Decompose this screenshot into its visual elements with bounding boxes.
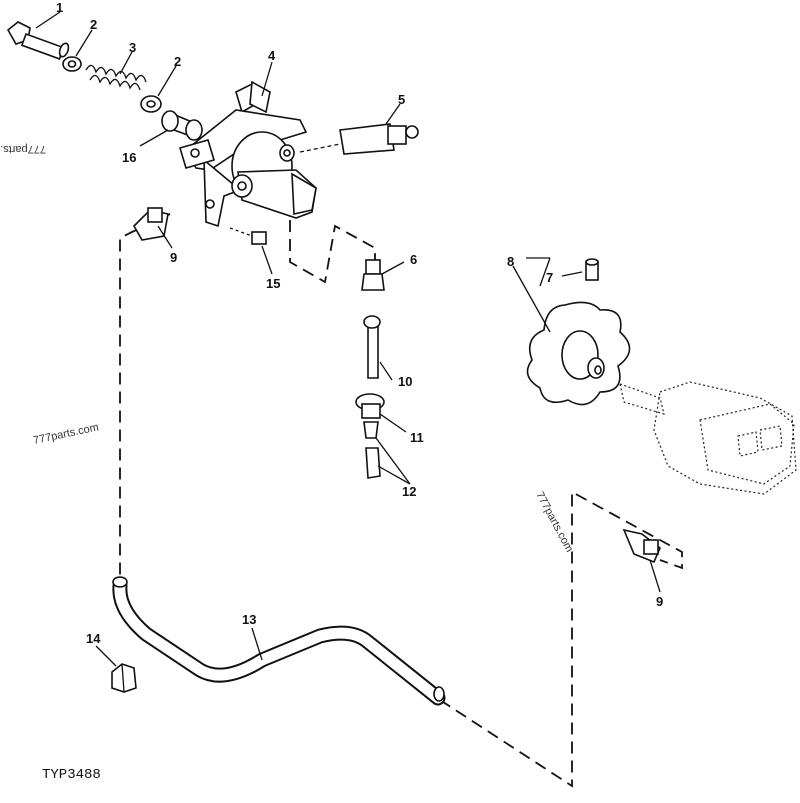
part-10-tube: [363, 315, 381, 379]
part-4-valve-housing: [179, 80, 317, 228]
callout-3: 3: [129, 40, 136, 55]
callout-16: 16: [122, 150, 136, 165]
callout-4: 4: [268, 48, 276, 63]
part-9-fitting-lower: [622, 528, 661, 564]
part-7-set-screw: [585, 258, 599, 281]
callout-9: 9: [170, 250, 177, 265]
watermark-text: 777parts.com: [0, 143, 46, 155]
callout-12: 12: [402, 484, 416, 499]
part-15-screw: [229, 227, 267, 245]
part-5-fitting: [299, 123, 419, 155]
watermark-text: 777parts.com: [533, 490, 575, 554]
phantom-motor: [619, 381, 797, 495]
part-2-washer-a: [62, 56, 82, 72]
part-8-fan: [526, 301, 631, 406]
callout-7: 7: [546, 270, 553, 285]
part-6-fitting: [361, 259, 385, 291]
part-12-sleeves: [363, 421, 381, 479]
part-2-washer-b: [140, 95, 162, 113]
callout-13: 13: [242, 612, 256, 627]
callout-2: 2: [90, 17, 97, 32]
callout-6: 6: [410, 252, 417, 267]
callout-9: 9: [656, 594, 663, 609]
part-9-fitting-upper: [133, 207, 169, 241]
routing-lines: [119, 213, 683, 788]
callout-14: 14: [86, 631, 101, 646]
part-16-sleeve: [161, 110, 203, 141]
callout-1: 1: [56, 0, 63, 15]
part-11-nut: [355, 393, 385, 419]
part-3-spring: [85, 64, 147, 91]
callout-15: 15: [266, 276, 280, 291]
routing-line-valve-to-fitting: [289, 220, 376, 284]
leader-lines: [35, 11, 661, 667]
drawing-code: TYP3488: [42, 767, 101, 783]
part-14-clip: [111, 663, 137, 693]
part-13-hose: [112, 576, 446, 706]
callout-8: 8: [507, 254, 514, 269]
routing-line-left: [119, 213, 171, 580]
callout-5: 5: [398, 92, 405, 107]
callouts: 1 2 3 2 4 5 16 9 15 6 8 7 10 11 12 9 13 …: [56, 0, 663, 646]
callout-2: 2: [174, 54, 181, 69]
callout-10: 10: [398, 374, 412, 389]
part-1-fitting: [6, 21, 70, 60]
callout-11: 11: [410, 430, 424, 445]
watermark-text: 777parts.com: [32, 421, 100, 447]
routing-line-bottom: [439, 490, 683, 788]
